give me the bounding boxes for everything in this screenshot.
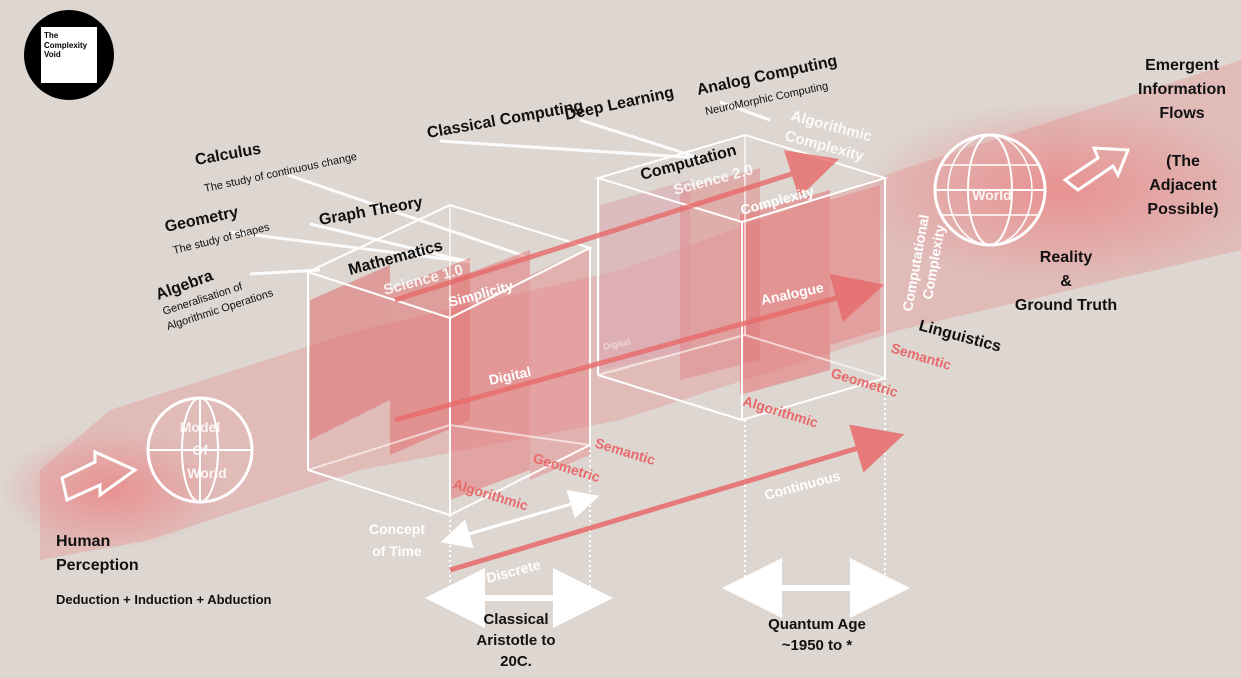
adjacent-1: (The	[1166, 153, 1200, 170]
adjacent-3: Possible)	[1147, 201, 1218, 218]
logic-modes: Deduction + Induction + Abduction	[56, 592, 272, 607]
label-deep-learning: Deep Learning	[563, 84, 675, 124]
logo-line-3: Void	[44, 50, 61, 59]
cube2-semantic: Semantic	[889, 340, 953, 374]
concept-time-1: Concept	[369, 521, 425, 537]
world-globe-label: World	[972, 187, 1011, 203]
logo-line-1: The	[44, 31, 59, 40]
classical-era-2: Aristotle to	[476, 632, 555, 649]
globe-model-2: Of	[192, 442, 208, 458]
classical-era-3: 20C.	[500, 653, 532, 670]
logo-box: The Complexity Void	[41, 27, 97, 83]
cube2-geometric: Geometric	[829, 365, 900, 401]
label-discrete: Discrete	[485, 556, 543, 586]
time-range-arrows	[425, 489, 910, 628]
world-globe	[933, 133, 1047, 247]
concept-time-2: of Time	[372, 543, 422, 559]
emergent-3: Flows	[1159, 105, 1204, 122]
label-calculus: Calculus	[194, 141, 263, 169]
human-perception-2: Perception	[56, 557, 139, 574]
human-perception-1: Human	[56, 533, 110, 550]
globe-model-3: World	[187, 465, 226, 481]
flow-arrows	[394, 150, 905, 573]
reality-2: &	[1060, 273, 1072, 290]
complexity-void-logo: The Complexity Void	[24, 10, 114, 100]
logo-line-2: Complexity	[44, 40, 88, 50]
reality-3: Ground Truth	[1015, 297, 1117, 314]
leader-lines	[229, 100, 771, 276]
emergent-1: Emergent	[1145, 57, 1219, 74]
cube2-algorithmic: Algorithmic	[741, 393, 820, 431]
perception-arrow-icon	[60, 449, 138, 503]
emergent-arrow-icon	[1062, 146, 1131, 192]
quantum-age-1: Quantum Age	[768, 616, 866, 633]
cube1	[305, 203, 593, 516]
adjacent-2: Adjacent	[1149, 177, 1217, 194]
cube1-semantic: Semantic	[593, 435, 657, 469]
globe-model-1: Model	[180, 419, 220, 435]
quantum-age-2: ~1950 to *	[782, 637, 853, 654]
label-classical-computing: Classical Computing	[426, 98, 585, 142]
classical-era-1: Classical	[483, 611, 548, 628]
emergent-2: Information	[1138, 81, 1226, 98]
model-of-world-globe	[146, 396, 254, 504]
reality-1: Reality	[1040, 249, 1093, 266]
logo-text: The Complexity Void	[44, 31, 96, 60]
